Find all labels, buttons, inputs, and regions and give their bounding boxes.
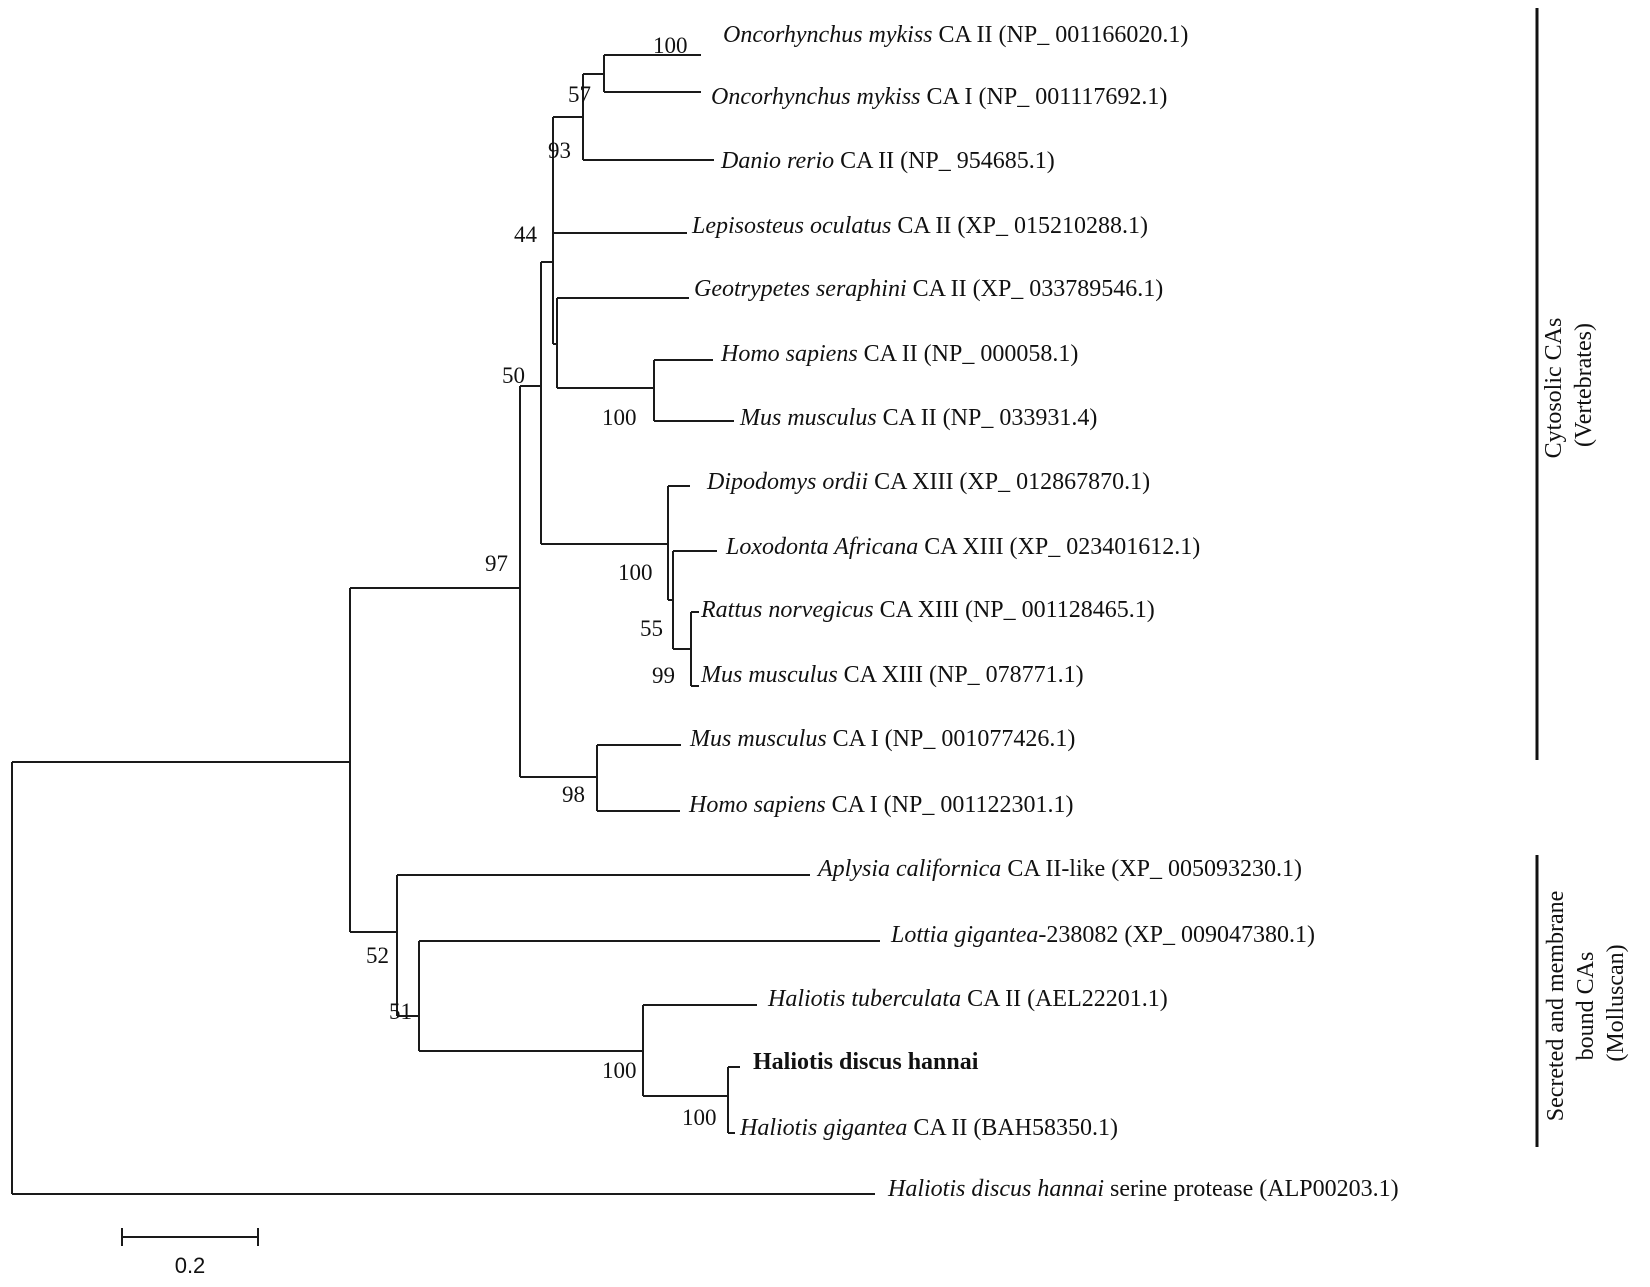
leaf-1: Oncorhynchus mykiss CA I (NP_ 001117692.… [711, 84, 1167, 110]
bootstrap-value: 98 [562, 782, 585, 807]
leaf-14: Lottia gigantea-238082 (XP_ 009047380.1) [890, 922, 1315, 948]
leaf-2: Danio rerio CA II (NP_ 954685.1) [720, 148, 1055, 174]
node-100-ca13 [667, 485, 690, 601]
scale-bar: 0.2 [121, 1228, 259, 1278]
tree-branches [11, 54, 880, 1195]
node-98 [596, 744, 681, 812]
leaf-11: Mus musculus CA I (NP_ 001077426.1) [689, 726, 1075, 752]
bootstrap-value: 93 [548, 138, 571, 163]
leaf-7: Dipodomys ordii CA XIII (XP_ 012867870.1… [706, 469, 1150, 495]
node-57 [582, 73, 714, 161]
bootstrap-value: 100 [682, 1105, 717, 1130]
leaf-17: Haliotis gigantea CA II (BAH58350.1) [739, 1115, 1118, 1141]
bootstrap-value: 50 [502, 363, 525, 388]
node-52 [396, 874, 810, 1017]
leaf-18: Haliotis discus hannai serine protease (… [887, 1176, 1399, 1202]
bootstrap-value: 100 [602, 405, 637, 430]
bootstrap-value: 55 [640, 616, 663, 641]
bootstrap-value: 44 [514, 222, 538, 247]
scale-bar-line [121, 1228, 259, 1246]
bootstrap-value: 51 [389, 999, 412, 1024]
leaf-12: Homo sapiens CA I (NP_ 001122301.1) [688, 792, 1073, 818]
leaf-5: Homo sapiens CA II (NP_ 000058.1) [720, 341, 1078, 367]
group-label-cytosolic: Cytosolic CAs (Vertebrates) [1541, 312, 1597, 459]
scale-bar-label: 0.2 [175, 1253, 206, 1278]
root-node [11, 761, 875, 1195]
node-100-ca2 [653, 359, 734, 422]
leaf-8: Loxodonta Africana CA XIII (XP_ 02340161… [725, 534, 1200, 560]
leaf-16: Haliotis discus hannai [753, 1049, 979, 1075]
node-51 [418, 940, 880, 1052]
bootstrap-values: 100 57 93 44 100 50 100 55 99 98 97 52 5… [366, 33, 717, 1130]
leaf-15: Haliotis tuberculata CA II (AEL22201.1) [767, 986, 1168, 1012]
leaf-13: Aplysia californica CA II-like (XP_ 0050… [816, 856, 1302, 882]
leaf-3: Lepisosteus oculatus CA II (XP_ 01521028… [691, 213, 1148, 239]
bootstrap-value: 100 [653, 33, 688, 58]
node-97 [349, 587, 520, 933]
leaf-10: Mus musculus CA XIII (NP_ 078771.1) [700, 662, 1084, 688]
group-secreted: Secreted and membrane bound CAs (Mollusc… [1535, 855, 1629, 1147]
node-100-haliotis [642, 1004, 757, 1097]
node-100-trout [603, 54, 701, 93]
node-55 [690, 611, 699, 687]
group-label-secreted: Secreted and membrane bound CAs (Mollusc… [1543, 885, 1629, 1122]
leaf-4: Geotrypetes seraphini CA II (XP_ 0337895… [694, 276, 1163, 302]
bootstrap-value: 100 [618, 560, 653, 585]
leaf-0: Oncorhynchus mykiss CA II (NP_ 001166020… [723, 22, 1188, 48]
bootstrap-value: 52 [366, 943, 389, 968]
leaf-labels: Oncorhynchus mykiss CA II (NP_ 001166020… [688, 22, 1399, 1202]
group-cytosolic: Cytosolic CAs (Vertebrates) [1535, 8, 1597, 760]
leaf-6: Mus musculus CA II (NP_ 033931.4) [739, 405, 1097, 431]
bootstrap-value: 99 [652, 663, 675, 688]
bootstrap-value: 57 [568, 82, 591, 107]
node-ca13-inner [672, 550, 717, 650]
bootstrap-value: 100 [602, 1058, 637, 1083]
node-44 [540, 261, 668, 545]
node-100-hdh [727, 1066, 740, 1134]
node-50 [519, 385, 597, 778]
bootstrap-value: 97 [485, 551, 508, 576]
node-ca2-mammal [556, 297, 689, 389]
leaf-9: Rattus norvegicus CA XIII (NP_ 001128465… [700, 597, 1155, 623]
